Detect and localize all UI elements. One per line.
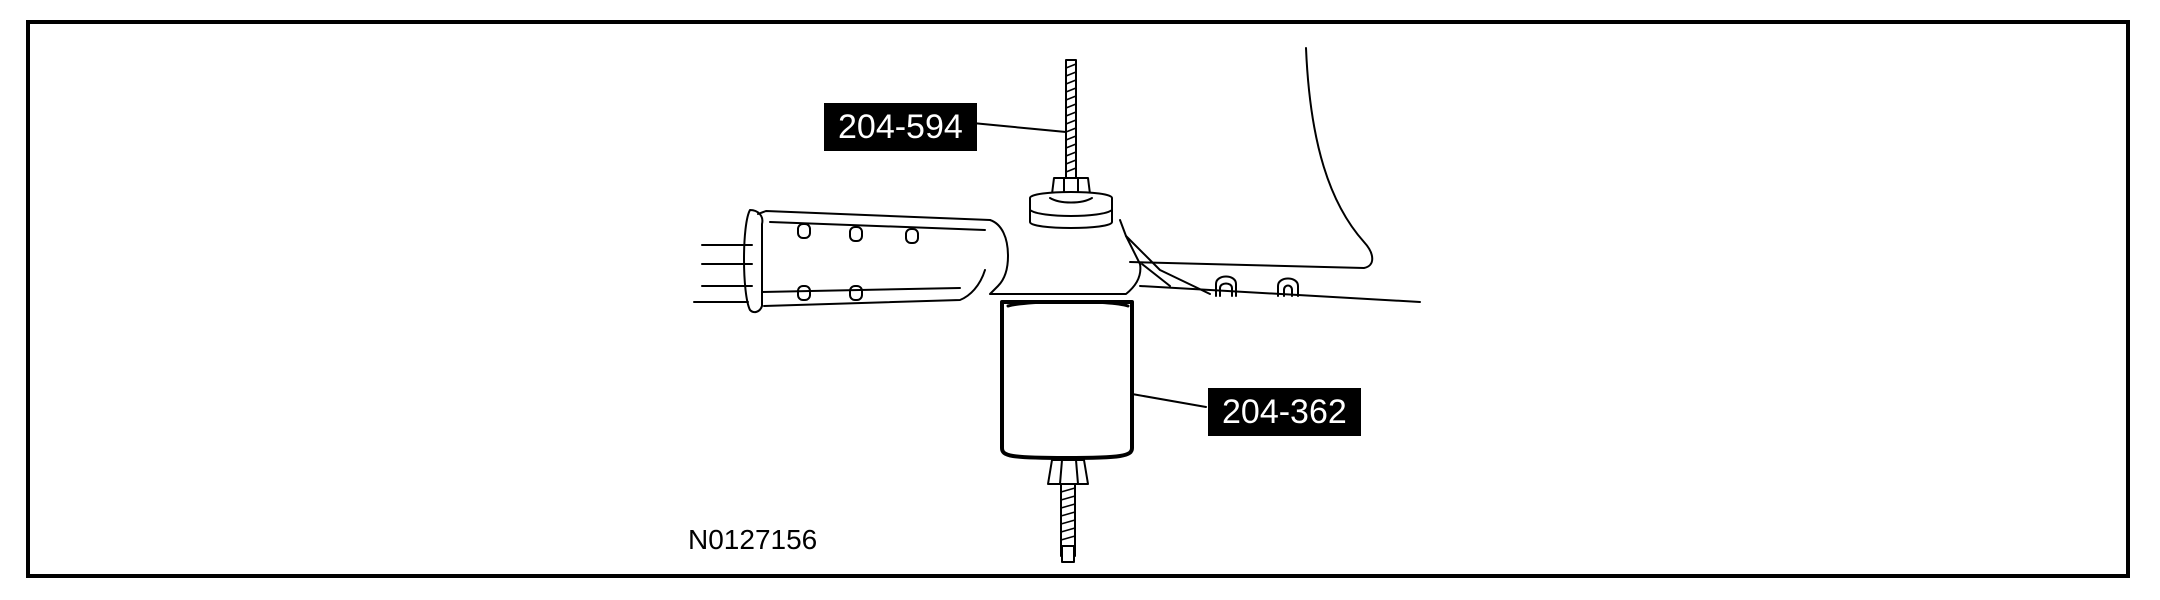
illustration [693,47,1421,563]
body-panel-lower [1139,285,1421,303]
brackets [1215,275,1299,297]
body-panel [1129,47,1374,269]
callout-label-204-594: 204-594 [824,103,977,151]
tool-204-594 [1029,59,1113,229]
control-arm [989,219,1211,295]
callout-label-204-362: 204-362 [1208,388,1361,436]
leader-204-362 [1131,393,1207,408]
tool-204-362 [1000,300,1134,563]
diagram-frame: 204-594 204-362 N0127156 [26,20,2130,578]
figure-id: N0127156 [688,524,818,555]
frame-rail [693,209,991,314]
leader-204-594 [961,121,1067,133]
